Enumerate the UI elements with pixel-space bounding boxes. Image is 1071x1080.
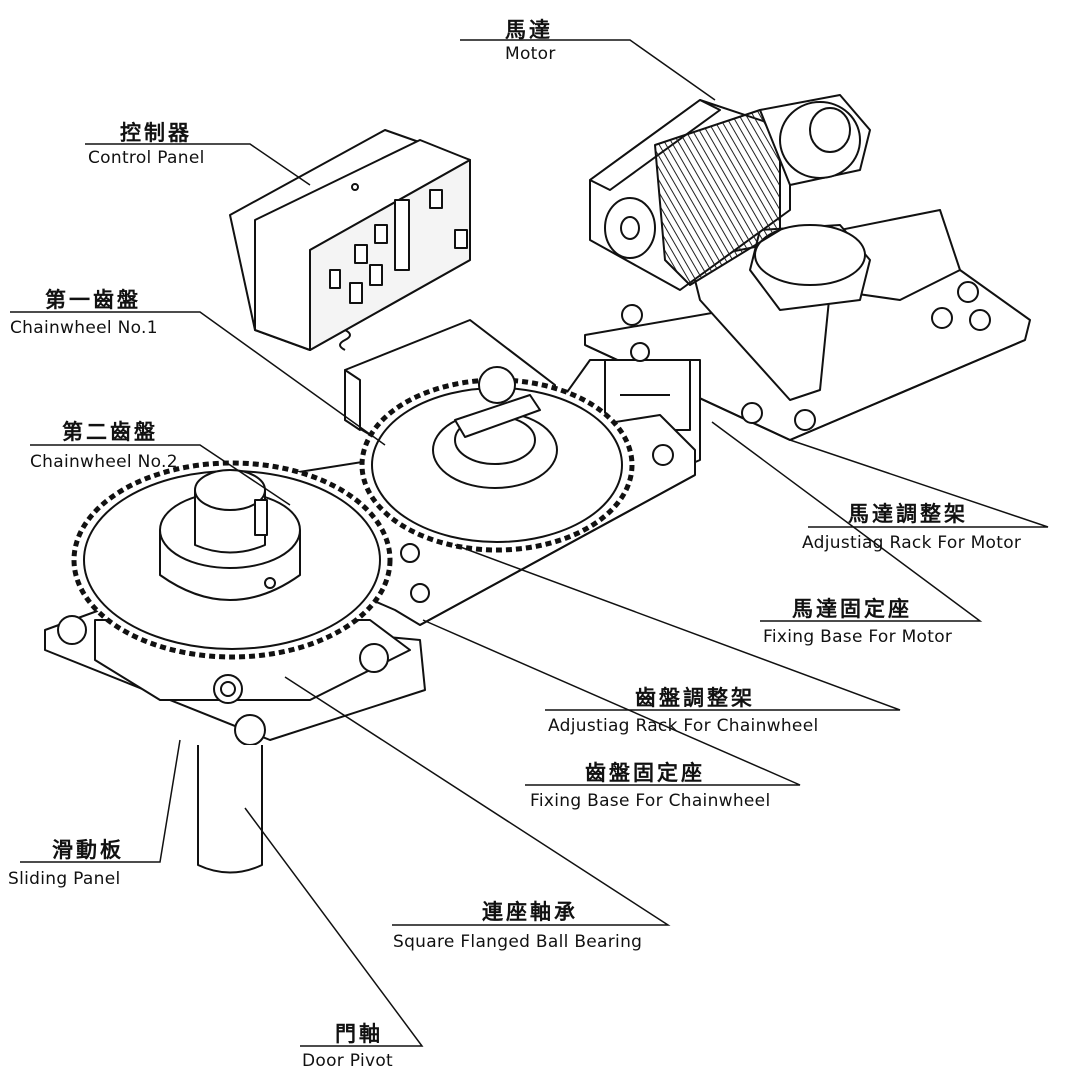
fixing-base-chainwheel-zh-label: 齒盤固定座 <box>585 761 705 785</box>
chainwheel-2-en-label: Chainwheel No.2 <box>30 452 178 472</box>
door-pivot-en-label: Door Pivot <box>302 1051 394 1071</box>
chainwheel-1-zh-label: 第一齒盤 <box>45 288 141 312</box>
bearing-zh-label: 連座軸承 <box>482 900 578 924</box>
chainwheel-2-zh-label: 第二齒盤 <box>62 420 158 444</box>
fixing-base-motor-zh-label: 馬達固定座 <box>792 597 912 621</box>
adjust-rack-chainwheel-en-label: Adjustiag Rack For Chainwheel <box>548 716 819 736</box>
adjust-rack-motor-en-label: Adjustiag Rack For Motor <box>802 533 1022 553</box>
control-panel-zh-label: 控制器 <box>120 121 192 145</box>
leader-lines <box>10 39 1049 1047</box>
chainwheel-2 <box>71 460 393 660</box>
motor-en-label: Motor <box>505 44 556 64</box>
door-pivot-zh-label: 門軸 <box>335 1022 383 1046</box>
fixing-base-chainwheel-en-label: Fixing Base For Chainwheel <box>530 791 771 811</box>
bearing-en-label: Square Flanged Ball Bearing <box>393 932 643 952</box>
control-panel <box>229 129 471 351</box>
sliding-panel-en-label: Sliding Panel <box>8 869 121 889</box>
motor-zh-label: 馬達 <box>505 18 553 42</box>
door-pivot-shaft <box>197 745 263 874</box>
adjust-rack-chainwheel-zh-label: 齒盤調整架 <box>635 686 755 710</box>
motor <box>589 94 871 291</box>
control-panel-en-label: Control Panel <box>88 148 205 168</box>
chainwheel-1 <box>359 366 635 553</box>
chainwheel-1-en-label: Chainwheel No.1 <box>10 318 158 338</box>
sliding-panel-zh-label: 滑動板 <box>52 838 124 862</box>
fixing-base-motor-en-label: Fixing Base For Motor <box>763 627 953 647</box>
adjust-rack-motor-zh-label: 馬達調整架 <box>848 502 968 526</box>
motor-adjust-rack <box>584 209 1031 441</box>
